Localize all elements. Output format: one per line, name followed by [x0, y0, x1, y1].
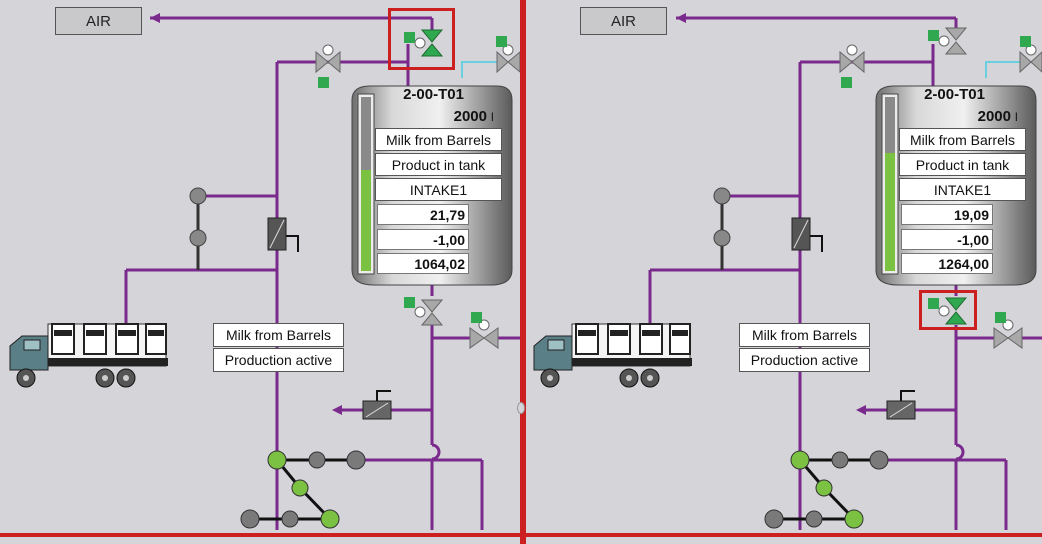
manifold — [240, 450, 366, 529]
valve-icon[interactable] — [1019, 36, 1042, 74]
motor-icon[interactable] — [791, 217, 823, 252]
valve-icon[interactable] — [928, 297, 968, 325]
truck-icon[interactable] — [9, 323, 168, 388]
tank-value-1: 19,09 — [901, 204, 993, 225]
valve-icon[interactable] — [404, 297, 444, 326]
valve-icon[interactable] — [315, 44, 341, 88]
edge-marker — [517, 402, 525, 414]
pressure-switch — [189, 187, 207, 270]
tank-recipe: Milk from Barrels — [375, 128, 502, 151]
tank-name: 2-00-T01 — [924, 86, 985, 103]
valve-icon[interactable] — [839, 44, 865, 88]
motor-icon[interactable] — [267, 217, 299, 252]
level-gauge-icon — [881, 93, 899, 275]
air-button[interactable]: AIR — [580, 7, 667, 35]
outlet-arrow-icon — [332, 405, 342, 415]
valve-icon[interactable] — [469, 312, 499, 349]
panel-divider — [520, 0, 526, 544]
pump-icon[interactable] — [886, 390, 916, 420]
status-recipe: Milk from Barrels — [213, 323, 344, 347]
air-arrow-icon — [150, 13, 160, 23]
tank-volume-unit: l — [1015, 110, 1018, 124]
valve-icon[interactable] — [993, 312, 1023, 349]
tank-volume-unit: l — [491, 110, 494, 124]
valve-icon[interactable] — [496, 36, 520, 74]
tank-volume: 2000 — [977, 108, 1011, 125]
tank-value-3: 1264,00 — [901, 253, 993, 274]
tank-state: Product in tank — [375, 153, 502, 176]
truck-icon[interactable] — [533, 323, 692, 388]
tank-value-2: -1,00 — [901, 229, 993, 250]
air-button[interactable]: AIR — [55, 7, 142, 35]
status-recipe: Milk from Barrels — [739, 323, 870, 347]
valve-highlight-frame — [919, 290, 977, 330]
bottom-border — [0, 533, 1042, 537]
valve-icon[interactable] — [928, 27, 968, 55]
valve-icon[interactable] — [404, 29, 444, 57]
status-production: Production active — [739, 348, 870, 372]
tank-recipe: Milk from Barrels — [899, 128, 1026, 151]
pressure-switch — [713, 187, 731, 270]
tank-intake: INTAKE1 — [899, 178, 1026, 201]
manifold — [764, 450, 889, 529]
air-arrow-icon — [676, 13, 686, 23]
valve-highlight-frame — [388, 8, 455, 70]
tank-name: 2-00-T01 — [403, 86, 464, 103]
tank-volume: 2000 — [453, 108, 487, 125]
panel-left: AIR 2-00-T01 2000 l Milk from Barrels Pr… — [0, 0, 520, 544]
tank-value-2: -1,00 — [377, 229, 469, 250]
panel-right: AIR 2-00-T01 2000 l Milk from Barrels Pr… — [526, 0, 1042, 544]
status-production: Production active — [213, 348, 344, 372]
outlet-arrow-icon — [856, 405, 866, 415]
tank-state: Product in tank — [899, 153, 1026, 176]
tank-value-3: 1064,02 — [377, 253, 469, 274]
tank-value-1: 21,79 — [377, 204, 469, 225]
level-gauge-icon — [357, 93, 375, 275]
tank-intake: INTAKE1 — [375, 178, 502, 201]
pump-icon[interactable] — [362, 390, 392, 420]
